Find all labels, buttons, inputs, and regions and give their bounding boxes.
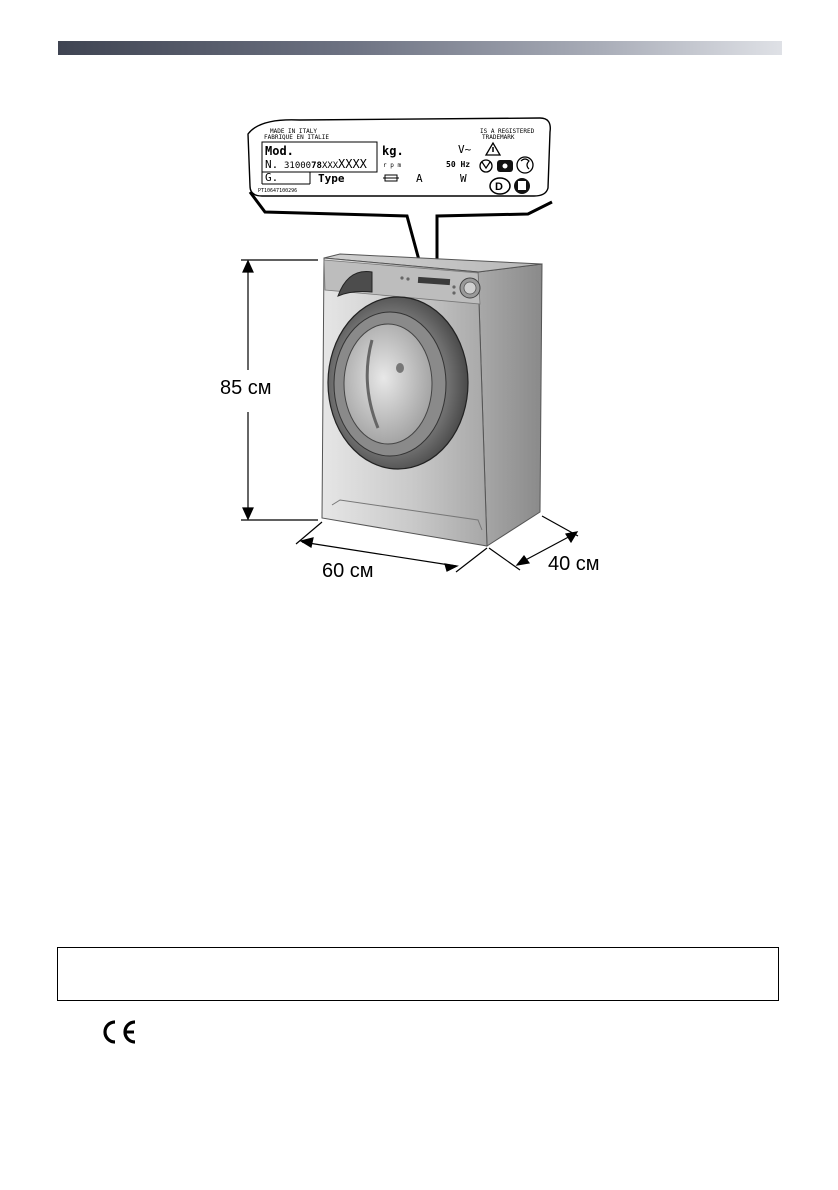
rpm-label: r p m xyxy=(383,162,401,169)
disposal-mark-icon xyxy=(514,178,530,194)
serial-bold: 78 xyxy=(311,161,322,171)
width-dimension xyxy=(295,521,488,573)
washing-machine-figure: MADE IN ITALY FABRIQUE EN ITALIE IS A RE… xyxy=(241,117,579,573)
kg-label: kg. xyxy=(382,144,404,158)
width-label: 60 см xyxy=(322,560,374,582)
footer-code: PT10647100296 xyxy=(258,188,297,194)
amp-label: A xyxy=(416,172,423,185)
d-mark: D xyxy=(495,181,503,193)
fuse-icon xyxy=(383,174,399,182)
serial-prefix: 31000 xyxy=(284,161,311,171)
safety-mark-icon xyxy=(516,156,534,174)
washing-machine xyxy=(321,253,543,547)
rating-plate: MADE IN ITALY FABRIQUE EN ITALIE IS A RE… xyxy=(247,117,551,197)
number-label: N. xyxy=(265,158,278,171)
type-label: Type xyxy=(318,172,345,185)
mod-label: Mod. xyxy=(265,144,294,158)
watt-label: W xyxy=(460,172,467,185)
height-dimension xyxy=(241,259,318,521)
water-drop-icon xyxy=(497,160,513,172)
header-bar xyxy=(58,41,782,55)
serial-rest: XXX xyxy=(322,161,339,171)
serial-suffix: XXXX xyxy=(338,157,368,171)
svg-text:3100078XXX: 3100078XXX xyxy=(284,161,339,171)
approval-mark-icon xyxy=(479,159,493,173)
made-in-line1: MADE IN ITALY xyxy=(270,128,317,135)
depth-label: 40 см xyxy=(548,553,600,575)
frequency-label: 50 Hz xyxy=(446,160,470,169)
g-label: G. xyxy=(265,171,278,184)
height-label: 85 см xyxy=(220,377,272,399)
voltage-label: V~ xyxy=(458,143,472,156)
ce-mark-icon xyxy=(103,1020,136,1044)
d-mark-icon: D xyxy=(489,177,511,195)
registered-line2: TRADEMARK xyxy=(482,134,515,141)
depth-dimension xyxy=(488,515,579,571)
warning-triangle-icon xyxy=(484,141,502,156)
notice-box xyxy=(57,947,779,1001)
registered-line1: IS A REGISTERED xyxy=(480,128,535,135)
door-icon xyxy=(327,296,469,470)
program-knob-icon xyxy=(459,277,481,299)
made-in-line2: FABRIQUE EN ITALIE xyxy=(264,134,329,141)
